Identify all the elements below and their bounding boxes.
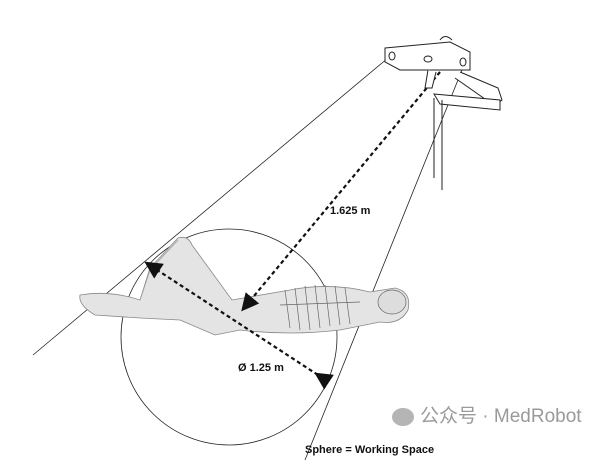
working-space-sphere (120, 228, 338, 446)
fov-line-right (304, 69, 463, 461)
sphere-caption: Sphere = Working Space (305, 444, 435, 456)
watermark-text: 公众号 · MedRobot (420, 406, 582, 427)
watermark: 公众号 · MedRobot (392, 406, 582, 428)
tracking-camera (384, 36, 503, 190)
distance-label: 1.625 m (330, 205, 371, 217)
distance-arrow (241, 71, 441, 312)
wechat-icon (392, 408, 414, 426)
patient-figure (79, 236, 410, 336)
diameter-label: Ø 1.25 m (238, 362, 284, 374)
diameter-arrow (144, 261, 334, 390)
